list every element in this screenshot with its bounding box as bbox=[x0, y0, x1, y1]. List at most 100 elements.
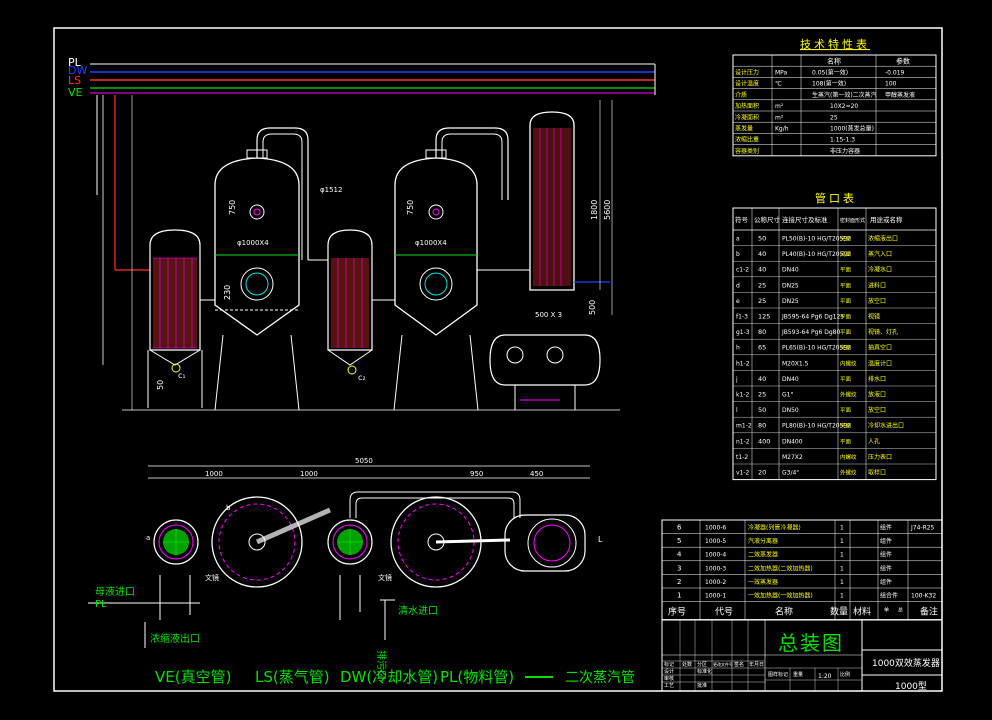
nozzle-cell: 视镜、灯孔 bbox=[868, 328, 898, 336]
nozzle-cell: 平面 bbox=[840, 298, 852, 305]
tech-cell: 0.05(第一效) bbox=[812, 69, 848, 77]
drawing-scale: 1:20 bbox=[818, 673, 832, 680]
title-block: 总装图 1000双效蒸发器 1000型 1:20 标记 处数 分区 更改文件号 … bbox=[661, 619, 943, 692]
parts-cell: 1 bbox=[677, 592, 681, 600]
nozzle-cell: 进料口 bbox=[868, 281, 886, 289]
dim-dia3: φ1000X4 bbox=[415, 239, 447, 247]
nozzle-cell: 突面 bbox=[840, 250, 852, 258]
label-sight-glass-1: 文镜 bbox=[205, 573, 219, 582]
dim-dia5: φ1512 bbox=[320, 186, 342, 194]
label-b: b bbox=[226, 504, 231, 512]
nozzle-cell: a bbox=[736, 236, 740, 243]
parts-cell: 4 bbox=[677, 551, 682, 559]
parts-cell: 组件 bbox=[880, 578, 892, 586]
parts-header: 序号 bbox=[668, 606, 686, 618]
nozzle-cell: 平面 bbox=[840, 329, 852, 336]
tb-mark: 标记 bbox=[664, 661, 674, 668]
tech-cell: 甲醇蒸发液 bbox=[885, 91, 915, 99]
dim-span-1: 1000 bbox=[205, 470, 223, 478]
plan-view: 5050 1000 1000 950 450 bbox=[88, 457, 603, 680]
label-c2: c₂ bbox=[358, 373, 366, 382]
nozzle-cell: n1-2 bbox=[736, 438, 750, 445]
tb-sign: 签名 bbox=[734, 661, 744, 668]
nozzle-cell: m1-2 bbox=[736, 423, 752, 430]
tb-scale-label: 比例 bbox=[840, 671, 850, 678]
parts-cell: 冷凝器(列管冷凝器) bbox=[748, 524, 801, 532]
nozzle-cell: DN25 bbox=[782, 282, 799, 289]
legend-ls: LS(蒸气管) bbox=[255, 668, 330, 686]
nozzle-cell: 25 bbox=[758, 391, 766, 399]
nozzle-cell: DN400 bbox=[782, 438, 803, 445]
dim-dia1: φ1000X4 bbox=[237, 239, 269, 247]
dim-evap2-height: 750 bbox=[406, 200, 415, 215]
nozzle-cell: 抽真空口 bbox=[868, 344, 892, 352]
tb-drawing-mark: 图样标记 bbox=[768, 671, 788, 678]
nozzle-header: 密封面形式 bbox=[840, 217, 865, 224]
nozzle-header: 连接尺寸及标准 bbox=[782, 215, 828, 224]
nozzle-cell: 40 bbox=[758, 266, 766, 274]
heater-1 bbox=[147, 229, 203, 408]
parts-header: 备注 bbox=[920, 606, 938, 618]
tech-cell: MPa bbox=[775, 70, 788, 77]
parts-header: 代号 bbox=[715, 607, 733, 618]
parts-cell: 组件 bbox=[880, 551, 892, 559]
evaporator-1 bbox=[214, 127, 309, 411]
parts-cell: 1 bbox=[840, 579, 844, 586]
nozzle-cell: 80 bbox=[758, 328, 766, 336]
parts-header: 材料 bbox=[853, 606, 871, 618]
label-c1: c₁ bbox=[178, 371, 186, 380]
nozzle-cell: 20 bbox=[758, 469, 766, 477]
label-a: a bbox=[146, 534, 150, 542]
nozzle-cell: 冷却水进出口 bbox=[868, 422, 904, 430]
parts-cell: 1000-1 bbox=[705, 593, 726, 600]
nozzle-cell: 50 bbox=[758, 235, 766, 243]
nozzle-cell: 放液口 bbox=[868, 391, 886, 399]
nozzle-cell: M20X1.5 bbox=[782, 360, 809, 367]
nozzle-cell: DN40 bbox=[782, 267, 799, 274]
nozzle-cell: 平面 bbox=[840, 282, 852, 289]
tech-cell: 冷凝面积 bbox=[735, 113, 759, 121]
tech-cell: 加热面积 bbox=[735, 102, 759, 110]
tb-change: 更改文件号 bbox=[713, 661, 733, 667]
nozzle-cell: 400 bbox=[758, 437, 770, 445]
dim-evap1-height: 750 bbox=[228, 200, 237, 215]
evaporator-2 bbox=[393, 127, 509, 411]
nozzle-cell: 125 bbox=[758, 313, 770, 321]
legend-ve: VE(真空管) bbox=[155, 668, 231, 686]
nozzle-cell: PL80(B)-10 HG/T20592 bbox=[782, 423, 851, 430]
nozzle-cell: DN50 bbox=[782, 407, 799, 414]
nozzle-cell: G3/4" bbox=[782, 470, 799, 477]
parts-cell: J74-R25 bbox=[910, 525, 935, 532]
nozzle-header: 符号 bbox=[735, 215, 749, 224]
tech-cell: 浓缩比重 bbox=[735, 136, 759, 144]
parts-cell: 5 bbox=[677, 537, 681, 545]
tb-process: 工艺 bbox=[664, 683, 674, 689]
tech-cell: 生蒸汽(第一效)二次蒸汽 bbox=[812, 91, 877, 99]
nozzle-cell: 蒸汽入口 bbox=[868, 250, 892, 258]
tb-standard: 标准化 bbox=[697, 668, 712, 675]
dim-condenser: 1800 bbox=[590, 200, 599, 220]
nozzle-cell: 平面 bbox=[840, 407, 852, 414]
parts-cell: 1000-2 bbox=[705, 579, 726, 586]
front-elevation: 750 750 50 230 500 1800 5600 φ1512 φ1000… bbox=[96, 95, 620, 411]
nozzle-header: 公称尺寸 bbox=[754, 215, 781, 224]
dim-span-4: 450 bbox=[530, 470, 543, 478]
nozzle-cell: 压力表口 bbox=[868, 453, 892, 461]
nozzle-cell: 内螺纹 bbox=[840, 453, 857, 461]
nozzle-cell: 平面 bbox=[840, 314, 852, 321]
tech-cell: ℃ bbox=[775, 81, 782, 88]
nozzle-cell: 25 bbox=[758, 297, 766, 305]
parts-cell: 组件 bbox=[880, 564, 892, 572]
tech-cell: 1.15-1.3 bbox=[830, 137, 855, 144]
tb-weight: 重量 bbox=[793, 671, 803, 678]
product-name: 1000双效蒸发器 bbox=[872, 657, 940, 669]
nozzle-cell: 平面 bbox=[840, 376, 852, 383]
nozzle-cell: d bbox=[736, 282, 740, 289]
tech-cell: m² bbox=[775, 114, 784, 121]
parts-cell: 1000-5 bbox=[705, 538, 726, 545]
nozzle-cell: 排水口 bbox=[868, 375, 886, 383]
nozzle-cell: 50 bbox=[758, 406, 766, 414]
